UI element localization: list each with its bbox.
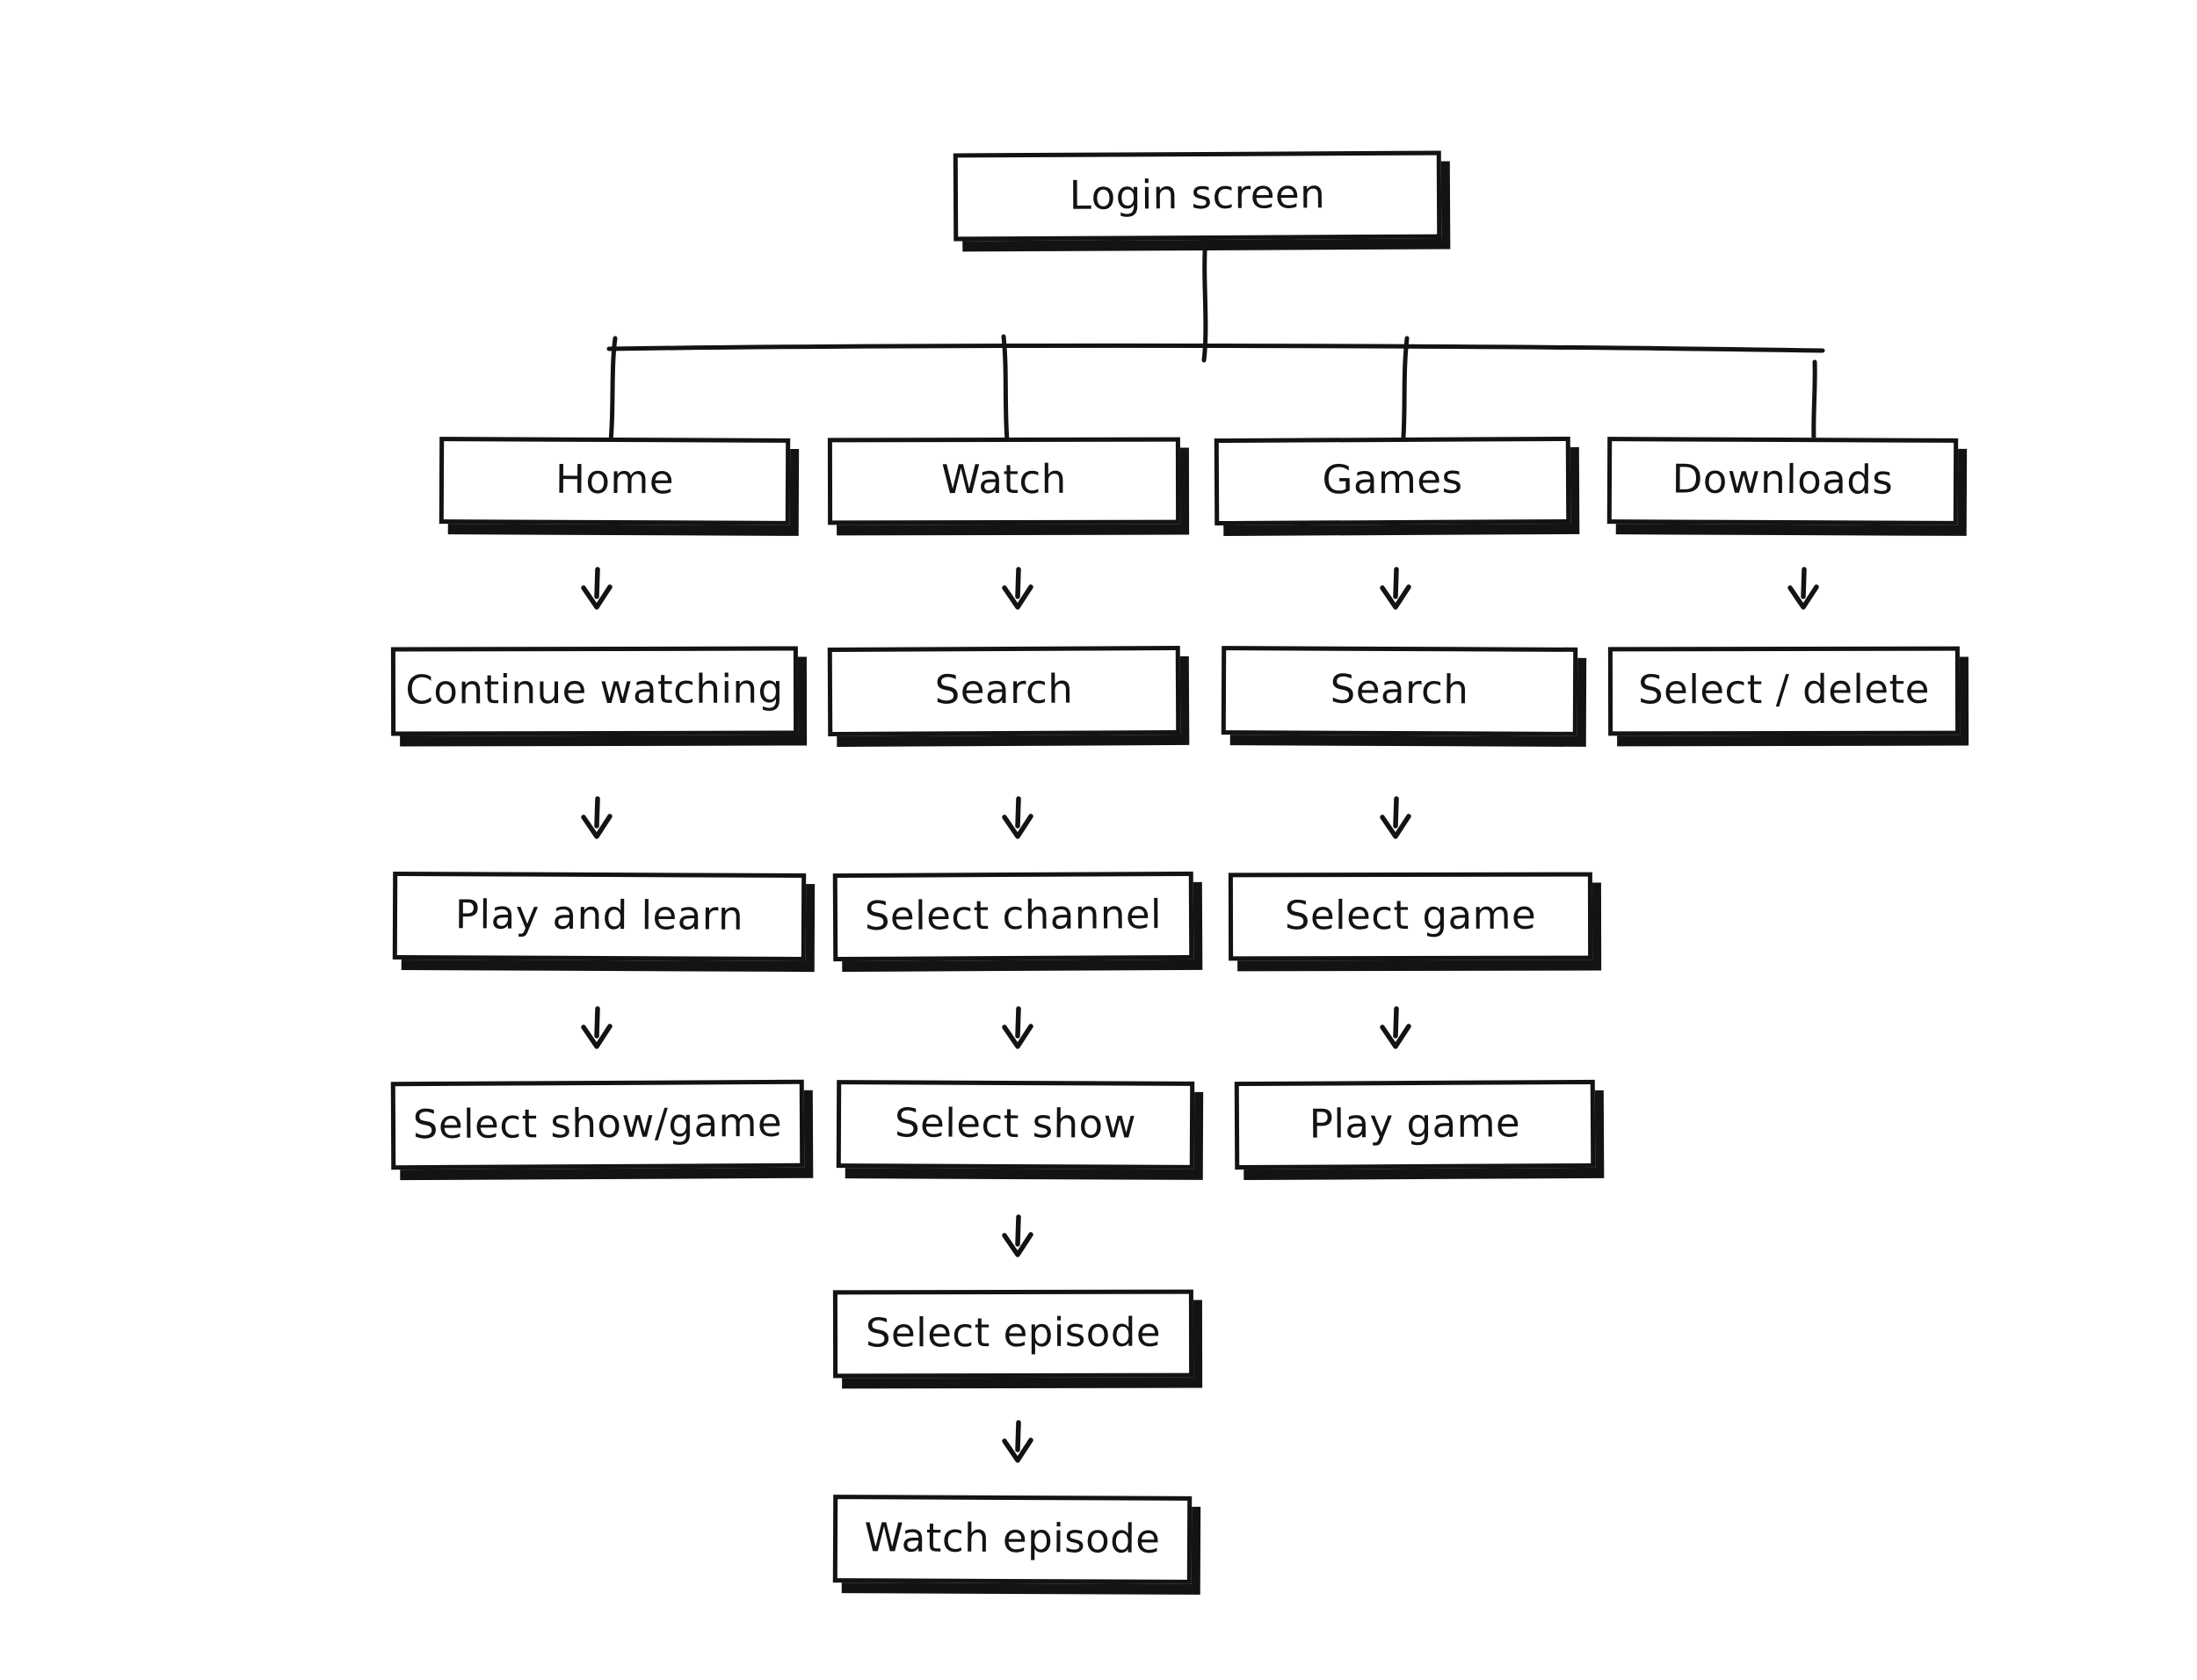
connector-drop-watch bbox=[1001, 334, 1010, 443]
node-label: Select / delete bbox=[1638, 665, 1930, 713]
node-continue-watching: Continue watching bbox=[390, 646, 799, 736]
connector-stem bbox=[1201, 236, 1208, 363]
node-label: Search bbox=[1330, 665, 1469, 713]
down-arrow-icon bbox=[1000, 567, 1035, 611]
node-watch-episode: Watch episode bbox=[832, 1495, 1193, 1584]
down-arrow-icon bbox=[579, 1006, 614, 1050]
node-label: Watch episode bbox=[864, 1513, 1161, 1562]
node-label: Play and learn bbox=[454, 890, 744, 939]
node-label: Select show/game bbox=[412, 1098, 783, 1148]
node-select-show-game: Select show/game bbox=[390, 1079, 805, 1170]
node-label: Select channel bbox=[864, 890, 1163, 939]
node-home: Home bbox=[439, 437, 791, 525]
connector-drop-home bbox=[607, 336, 618, 453]
connector-drop-games bbox=[1400, 336, 1410, 452]
node-label: Select episode bbox=[865, 1308, 1162, 1356]
node-watch: Watch bbox=[827, 437, 1181, 525]
down-arrow-icon bbox=[1378, 1006, 1413, 1050]
connector-drop-downloads bbox=[1811, 359, 1817, 443]
node-select-game: Select game bbox=[1228, 872, 1593, 961]
node-select-show: Select show bbox=[836, 1080, 1195, 1169]
node-search-games: Search bbox=[1221, 646, 1578, 736]
node-search-watch: Search bbox=[827, 645, 1181, 737]
down-arrow-icon bbox=[1000, 1420, 1035, 1464]
node-login-screen: Login screen bbox=[953, 150, 1442, 242]
node-select-delete: Select / delete bbox=[1607, 646, 1961, 736]
node-play-game: Play game bbox=[1234, 1079, 1596, 1170]
node-games: Games bbox=[1214, 436, 1571, 526]
connector-horizontal bbox=[606, 343, 1825, 353]
down-arrow-icon bbox=[1000, 1214, 1035, 1258]
node-downloads: Downloads bbox=[1606, 437, 1959, 525]
node-select-channel: Select channel bbox=[832, 871, 1194, 962]
down-arrow-icon bbox=[1378, 567, 1413, 611]
node-label: Select game bbox=[1284, 891, 1537, 938]
node-play-and-learn: Play and learn bbox=[392, 871, 807, 962]
node-label: Continue watching bbox=[405, 665, 784, 713]
node-label: Select show bbox=[894, 1098, 1137, 1148]
node-label: Login screen bbox=[1069, 170, 1326, 219]
down-arrow-icon bbox=[1378, 796, 1413, 840]
node-label: Search bbox=[934, 665, 1074, 713]
down-arrow-icon bbox=[1000, 796, 1035, 840]
down-arrow-icon bbox=[579, 796, 614, 840]
down-arrow-icon bbox=[1786, 567, 1821, 611]
node-label: Watch bbox=[941, 455, 1067, 503]
node-select-episode: Select episode bbox=[832, 1289, 1194, 1379]
down-arrow-icon bbox=[1000, 1006, 1035, 1050]
node-label: Games bbox=[1322, 455, 1463, 503]
node-label: Home bbox=[555, 455, 675, 503]
node-label: Play game bbox=[1309, 1098, 1521, 1148]
down-arrow-icon bbox=[579, 567, 614, 611]
node-label: Downloads bbox=[1671, 455, 1894, 503]
